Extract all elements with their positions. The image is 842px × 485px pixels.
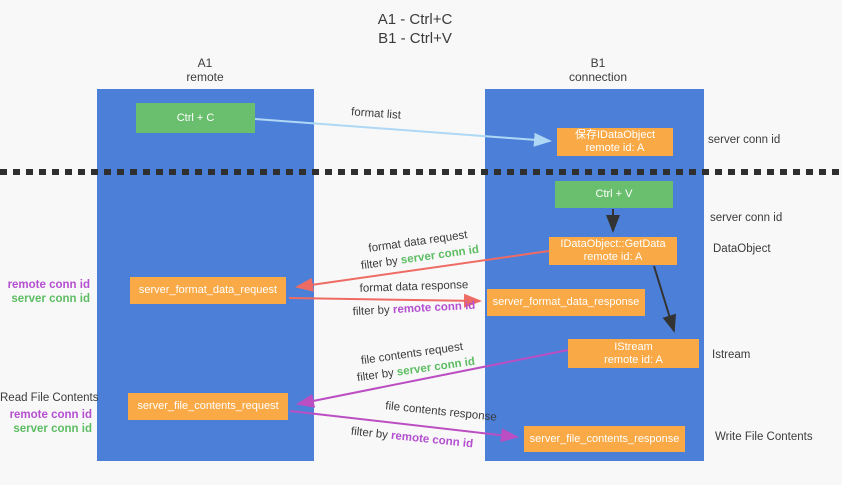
istream-side-label: Istream [712, 349, 751, 361]
getdata-line2: remote id: A [583, 251, 643, 263]
server-conn-id-label: server conn id [13, 423, 92, 435]
istream-line1: IStream [614, 340, 653, 353]
lane-b-name: connection [568, 70, 628, 84]
dataobject-label: DataObject [713, 243, 771, 255]
left-conn-id-labels-top: remote conn id server conn id [0, 278, 90, 306]
server-format-data-response-label: server_format_data_response [492, 296, 640, 308]
server-file-contents-request-box: server_file_contents_request [128, 393, 288, 420]
format-list-label: format list [350, 106, 402, 122]
format-data-response-label: format data response [359, 279, 469, 295]
remote-conn-id-text: remote conn id [392, 299, 476, 317]
server-file-contents-response-box: server_file_contents_response [524, 426, 685, 452]
server-format-data-response-box: server_format_data_response [487, 289, 645, 316]
server-conn-id-label-top: server conn id [708, 134, 781, 146]
diagram-title: A1 - Ctrl+C B1 - Ctrl+V [330, 10, 500, 48]
istream-line2: remote id: A [604, 353, 663, 366]
idataobject-getdata-box: IDataObject::GetData remote id: A [549, 237, 677, 265]
lane-b-header: B1 connection [538, 56, 658, 84]
save-idataobject-line2: remote id: A [585, 142, 645, 154]
server-file-contents-response-label: server_file_contents_response [529, 432, 680, 445]
write-file-contents-label: Write File Contents [715, 431, 813, 443]
lane-a-id: A1 [197, 56, 213, 70]
filter-by-remote-conn-id-label-2: filter by remote conn id [350, 426, 473, 451]
file-contents-response-label: file contents response [384, 400, 498, 424]
filter-by-remote-conn-id-label-1: filter by remote conn id [352, 300, 475, 318]
remote-conn-id-label: remote conn id [7, 279, 90, 291]
server-format-data-request-box: server_format_data_request [130, 277, 286, 304]
istream-box: IStream remote id: A [568, 339, 699, 368]
ctrl-c-box: Ctrl + C [136, 103, 255, 133]
remote-conn-id-text: remote conn id [390, 429, 474, 451]
machine-boundary-divider [0, 169, 842, 175]
server-conn-id-label-mid: server conn id [710, 212, 783, 224]
ctrl-c-label: Ctrl + C [176, 111, 215, 124]
server-format-data-request-label: server_format_data_request [138, 284, 278, 296]
filter-by-text: filter by [352, 304, 391, 319]
lane-a-header: A1 remote [145, 56, 265, 84]
title-line-1: A1 - Ctrl+C [377, 11, 453, 28]
server-file-contents-request-label: server_file_contents_request [137, 400, 279, 412]
filter-by-text: filter by [350, 425, 389, 442]
save-idataobject-line1: 保存IDataObject [574, 129, 656, 141]
filter-by-text: filter by [356, 367, 395, 385]
left-labels-bottom: Read File Contents remote conn id server… [0, 391, 99, 436]
filter-by-text: filter by [360, 255, 399, 273]
title-line-2: B1 - Ctrl+V [378, 30, 452, 47]
server-conn-id-label: server conn id [11, 293, 90, 305]
getdata-line1: IDataObject::GetData [560, 238, 666, 250]
save-idataobject-box: 保存IDataObject remote id: A [557, 128, 673, 156]
lane-a-name: remote [186, 70, 224, 84]
remote-conn-id-label: remote conn id [9, 409, 92, 421]
ctrl-v-box: Ctrl + V [555, 181, 673, 208]
ctrl-v-label: Ctrl + V [595, 188, 633, 200]
lane-b-id: B1 [590, 56, 606, 70]
read-file-contents-label: Read File Contents [0, 392, 99, 404]
